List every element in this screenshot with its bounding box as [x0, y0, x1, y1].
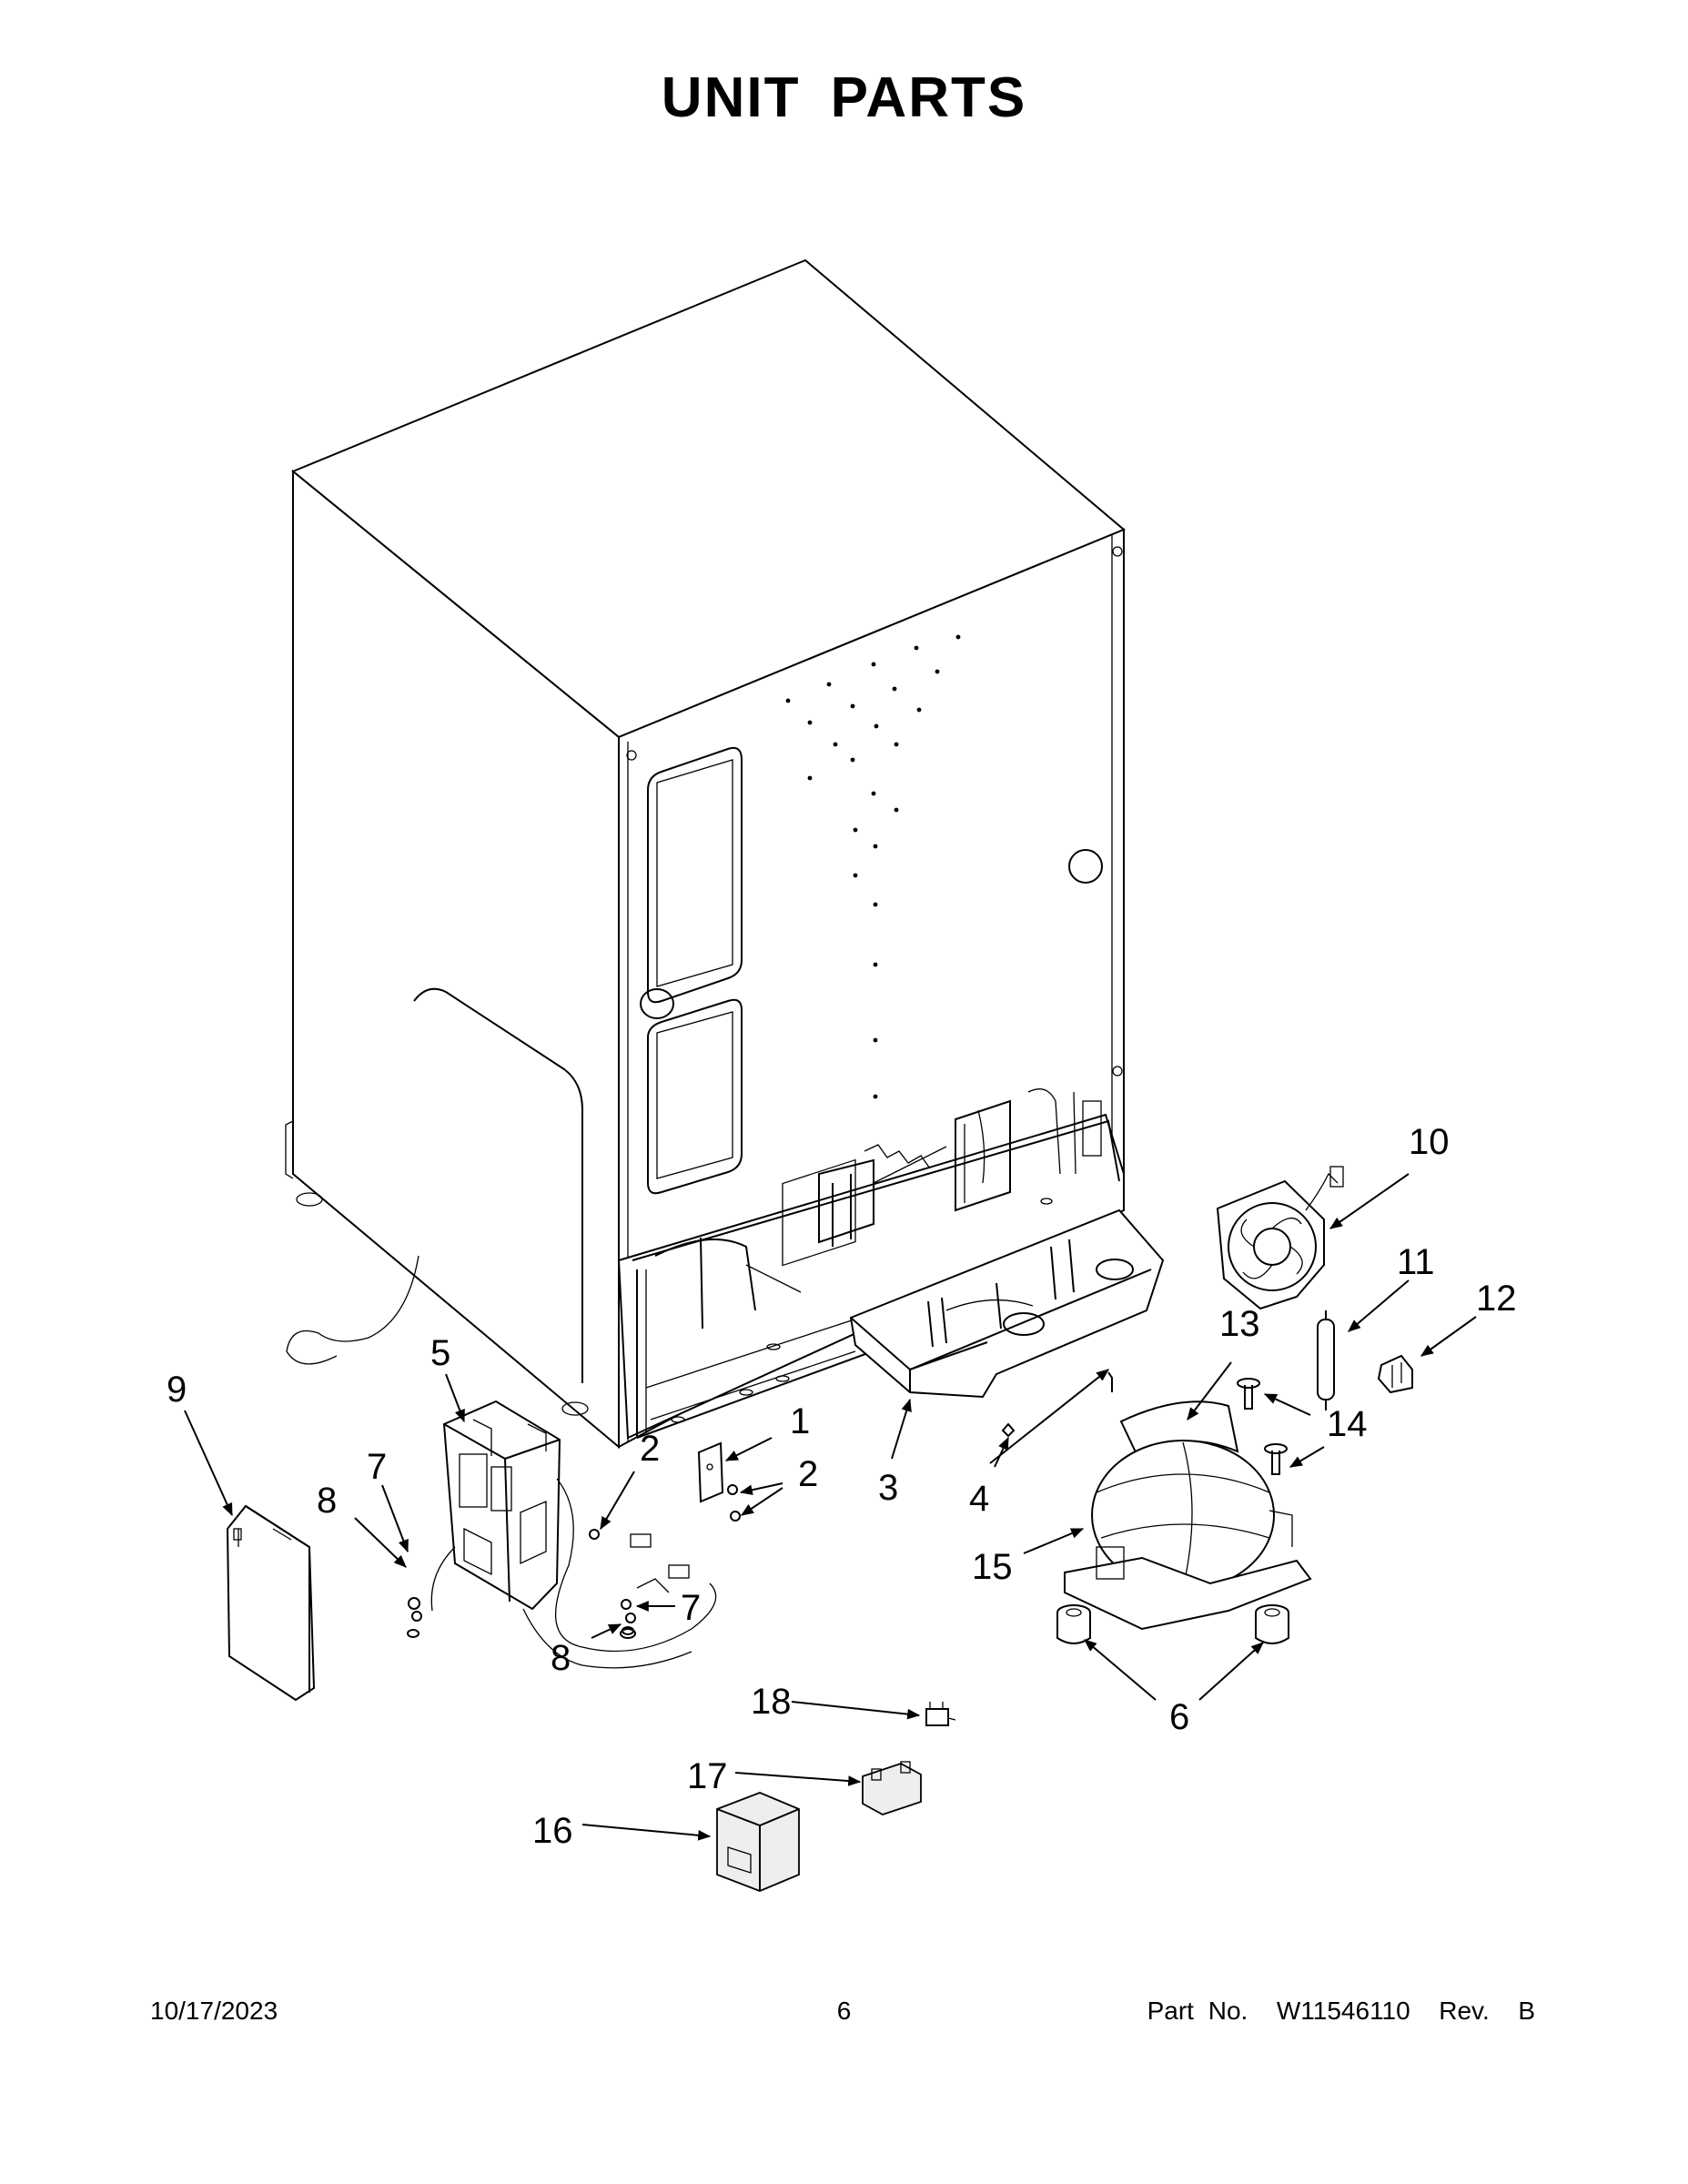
page-title: UNIT PARTS: [661, 66, 1027, 129]
start-relay-cover: [716, 1792, 800, 1892]
footer-date: 10/17/2023: [150, 1997, 278, 2025]
callout-10: 10: [1409, 1122, 1450, 1162]
start-relay: [862, 1761, 922, 1815]
overload-protector: [925, 1702, 956, 1726]
power-cord: [286, 1255, 419, 1365]
callout-8: 8: [551, 1638, 571, 1678]
compressor-screws: [1237, 1378, 1288, 1475]
callout-12: 12: [1476, 1279, 1517, 1319]
callout-17: 17: [687, 1756, 728, 1796]
callout-2: 2: [798, 1454, 818, 1494]
callout-3: 3: [878, 1468, 898, 1508]
callout-1: 1: [790, 1401, 810, 1441]
callout-11: 11: [1397, 1242, 1435, 1282]
footer-page-number: 6: [836, 1997, 852, 2025]
callout-6: 6: [1169, 1697, 1189, 1737]
compressor-grommets: [1056, 1604, 1289, 1644]
hardware-screws: [407, 1371, 1113, 1639]
callout-2: 2: [640, 1429, 660, 1469]
mounting-bracket: [697, 1441, 724, 1503]
callout-18: 18: [751, 1682, 792, 1722]
compressor: [1064, 1400, 1312, 1631]
leader-arrows: [184, 1173, 1477, 1841]
callout-13: 13: [1219, 1304, 1260, 1344]
callout-14: 14: [1327, 1404, 1368, 1444]
callout-4: 4: [969, 1479, 989, 1519]
callout-8: 8: [317, 1481, 337, 1521]
callout-5: 5: [430, 1333, 450, 1373]
electrical-box: [430, 1400, 717, 1669]
callout-7: 7: [367, 1447, 387, 1487]
callout-7: 7: [681, 1588, 701, 1628]
condenser-fan: [1216, 1166, 1344, 1310]
callout-numbers: 1 2 2 3 4 5 6 7 7 8 8 9 10 11 12 13 14 1…: [167, 1122, 1517, 1851]
drain-pan: [849, 1208, 1165, 1399]
tube-clip: [1377, 1354, 1413, 1394]
electrical-box-cover: [226, 1504, 316, 1702]
callout-16: 16: [532, 1811, 573, 1851]
footer-part-number: Part No. W11546110 Rev. B: [1147, 1997, 1535, 2025]
callout-15: 15: [972, 1547, 1013, 1587]
filter-drier: [1317, 1310, 1335, 1410]
callout-9: 9: [167, 1370, 187, 1410]
